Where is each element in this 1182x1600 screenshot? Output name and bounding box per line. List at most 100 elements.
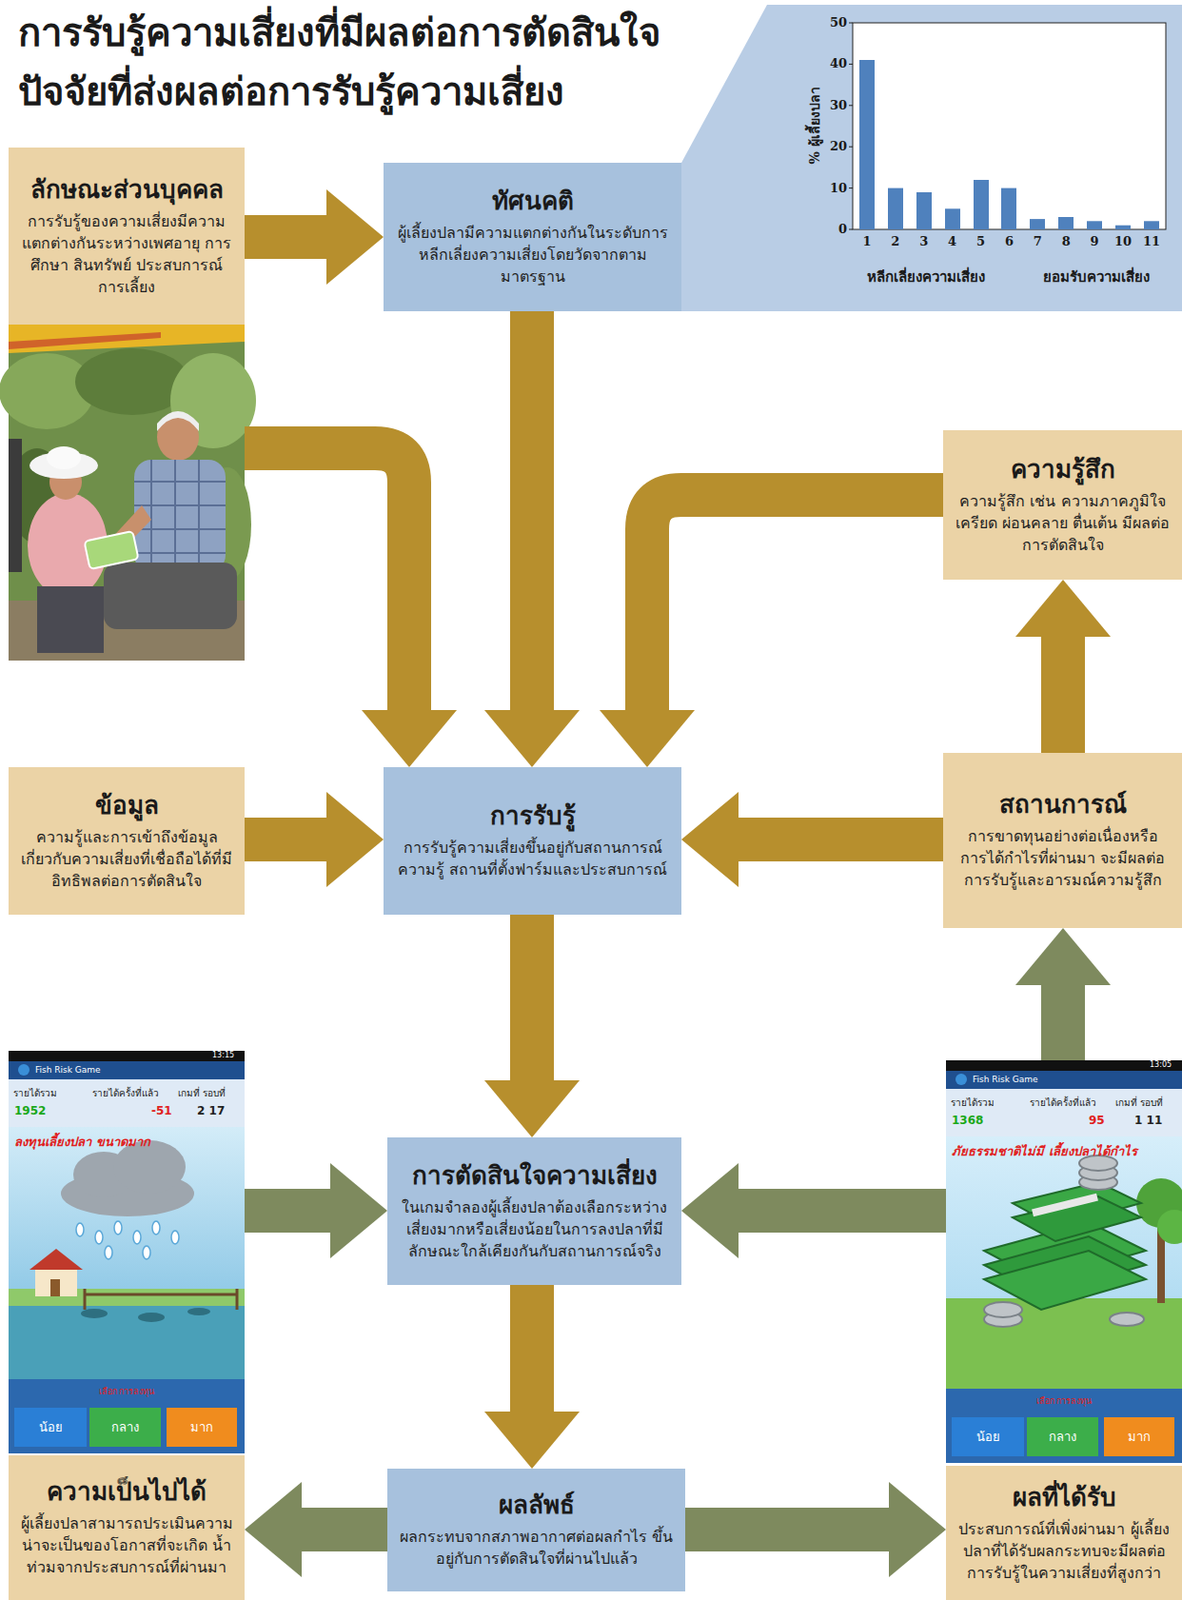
arrow-shaft — [510, 914, 554, 1083]
box-fill: การรับรู้การรับรู้ความเสี่ยงขึ้นอยู่กับส… — [383, 767, 682, 915]
field-photo — [0, 324, 257, 661]
box-body: ในเกมจำลองผู้เลี้ยงปลาต้องเลือกระหว่าง เ… — [396, 1196, 672, 1263]
block-arrow — [244, 189, 384, 285]
game-screen-right — [945, 1060, 1182, 1463]
box-fill: ความเป็นไปได้ผู้เลี้ยงปลาสามารถประเมินคว… — [8, 1455, 245, 1600]
arrow-head — [361, 709, 457, 768]
arrow-shaft — [299, 1507, 388, 1552]
arrow-head — [888, 1481, 946, 1577]
box-fill: ความรู้สึกความรู้สึก เช่น ความภาคภูมิใจ … — [943, 430, 1182, 580]
screen-text: รายได้ครั้งที่แล้ว — [92, 1087, 159, 1100]
arrow-shaft — [244, 448, 410, 712]
arrow-shaft — [244, 817, 329, 862]
illustrated-box: ลักษณะส่วนบุคคลการรับรู้ของความเสี่ยงมีค… — [8, 147, 245, 661]
box-heading: สถานการณ์ — [999, 788, 1127, 822]
arrow-shaft — [647, 494, 944, 712]
block-arrow — [244, 791, 384, 887]
chart-panel — [681, 4, 1182, 312]
box-fill: สถานการณ์การขาดทุนอย่างต่อเนื่องหรือ การ… — [943, 752, 1182, 928]
axis-tick: 50 — [829, 15, 848, 31]
block-arrow — [599, 494, 944, 768]
arrow-head — [681, 791, 739, 887]
screen-text: 2 17 — [197, 1103, 225, 1118]
box-body: ความรู้และการเข้าถึงข้อมูล เกี่ยวกับความ… — [18, 826, 236, 893]
arrow-shaft — [685, 1507, 891, 1552]
process-box: ทัศนคติผู้เลี้ยงปลามีความแตกต่างกันในระด… — [383, 162, 682, 312]
block-arrow — [681, 791, 944, 887]
axis-title: % ผู้เลี้ยงปลา — [807, 86, 824, 164]
arrow-head — [681, 1162, 739, 1259]
box-fill: การตัดสินใจความเสี่ยงในเกมจำลองผู้เลี้ยง… — [387, 1137, 682, 1285]
axis-tick: 10 — [1114, 234, 1132, 250]
screen-text: ภัยธรรมชาติไม่มี เลี้ยงปลาได้กำไร — [951, 1143, 1138, 1160]
block-arrow — [1015, 579, 1111, 753]
box-body: การขาดทุนอย่างต่อเนื่องหรือ การได้กำไรที… — [952, 825, 1173, 892]
block-arrow — [484, 1284, 580, 1469]
box-body: ประสบการณ์ที่เพิ่งผ่านมา ผู้เลี้ยง ปลาที… — [955, 1517, 1173, 1585]
arrow-head — [326, 791, 384, 887]
block-arrow — [244, 1162, 388, 1259]
axis-tick: 11 — [1142, 234, 1161, 250]
box-heading: ผลที่ได้รับ — [1012, 1481, 1117, 1515]
box-body: ผลกระทบจากสภาพอากาศต่อผลกำไร ขึ้นอยู่กับ… — [396, 1525, 676, 1570]
axis-tick: 8 — [1062, 234, 1071, 250]
axis-tick: 3 — [919, 234, 928, 250]
box-body: ความรู้สึก เช่น ความภาคภูมิใจ เครียด ผ่อ… — [952, 490, 1173, 557]
block-arrow — [1015, 927, 1111, 1061]
screen-text: เลือก การลงทุน — [1036, 1396, 1093, 1407]
block-arrow — [685, 1481, 946, 1577]
box-heading: ทัศนคติ — [492, 185, 574, 218]
screen-text: 13:05 — [1149, 1060, 1172, 1070]
box-fill: ผลลัพธ์ผลกระทบจากสภาพอากาศต่อผลกำไร ขึ้น… — [387, 1468, 686, 1592]
box-fill: ลักษณะส่วนบุคคลการรับรู้ของความเสี่ยงมีค… — [8, 147, 245, 325]
process-box: ข้อมูลความรู้และการเข้าถึงข้อมูล เกี่ยวก… — [8, 767, 245, 915]
screen-text: 13:15 — [212, 1050, 235, 1061]
screen-text: รายได้รวม — [950, 1097, 995, 1109]
screen-text: มาก — [1127, 1429, 1151, 1445]
screen-text: กลาง — [1048, 1429, 1077, 1445]
screen-text: 1368 — [951, 1113, 984, 1127]
screen-text: Fish Risk Game — [972, 1074, 1039, 1085]
block-arrow — [681, 1162, 946, 1259]
arrow-shaft — [1041, 983, 1085, 1061]
title: การรับรู้ความเสี่ยงที่มีผลต่อการตัดสินใจ — [18, 9, 661, 56]
screen-text: มาก — [190, 1419, 214, 1436]
arrow-head — [484, 709, 580, 768]
screen-text: รายได้รวม — [13, 1087, 58, 1100]
screen-text: เลือก การลงทุน — [98, 1386, 156, 1398]
screen-text: เกมที่ รอบที่ — [177, 1087, 226, 1100]
box-fill: ทัศนคติผู้เลี้ยงปลามีความแตกต่างกันในระด… — [383, 162, 682, 312]
screen-text: น้อย — [976, 1429, 1001, 1445]
screen-text: กลาง — [111, 1419, 139, 1436]
axis-tick: 2 — [890, 234, 900, 250]
illustrated-box: ผลที่ได้รับประสบการณ์ที่เพิ่งผ่านมา ผู้เ… — [945, 1060, 1182, 1600]
chart-bars — [859, 59, 1160, 230]
axis-ticks — [848, 22, 853, 230]
box-fill: ข้อมูลความรู้และการเข้าถึงข้อมูล เกี่ยวก… — [8, 767, 245, 915]
process-box: ความรู้สึกความรู้สึก เช่น ความภาคภูมิใจ … — [943, 430, 1182, 580]
box-heading: ผลลัพธ์ — [498, 1489, 575, 1522]
box-body: ผู้เลี้ยงปลามีความแตกต่างกันในระดับการ ห… — [393, 221, 672, 289]
screen-text: ลงทุนเลี้ยงปลา ขนาดมาก — [14, 1134, 151, 1150]
arrow-head — [484, 1411, 580, 1469]
axis-tick: 40 — [829, 57, 848, 73]
arrow-head — [1015, 579, 1111, 637]
arrow-shaft — [244, 1188, 333, 1233]
axis-tick: 9 — [1090, 234, 1100, 250]
screen-text: Fish Risk Game — [35, 1064, 101, 1076]
process-box: การตัดสินใจความเสี่ยงในเกมจำลองผู้เลี้ยง… — [387, 1137, 682, 1285]
arrow-shaft — [510, 311, 554, 712]
axis-tick: 10 — [829, 180, 848, 197]
process-box: ผลลัพธ์ผลกระทบจากสภาพอากาศต่อผลกำไร ขึ้น… — [387, 1468, 686, 1592]
axis-tick: 4 — [947, 234, 957, 250]
box-body: การรับรู้ความเสี่ยงขึ้นอยู่กับสถานการณ์ … — [393, 836, 672, 881]
block-arrow — [484, 311, 580, 768]
screen-text: -51 — [151, 1103, 173, 1118]
arrow-head — [244, 1481, 302, 1577]
screen-text: 1 11 — [1134, 1113, 1163, 1127]
box-body: ผู้เลี้ยงปลาสามารถประเมินความ น่าจะเป็นข… — [18, 1512, 236, 1579]
arrow-head — [330, 1162, 388, 1259]
box-heading: การรับรู้ — [490, 800, 576, 833]
block-arrow — [244, 448, 457, 768]
